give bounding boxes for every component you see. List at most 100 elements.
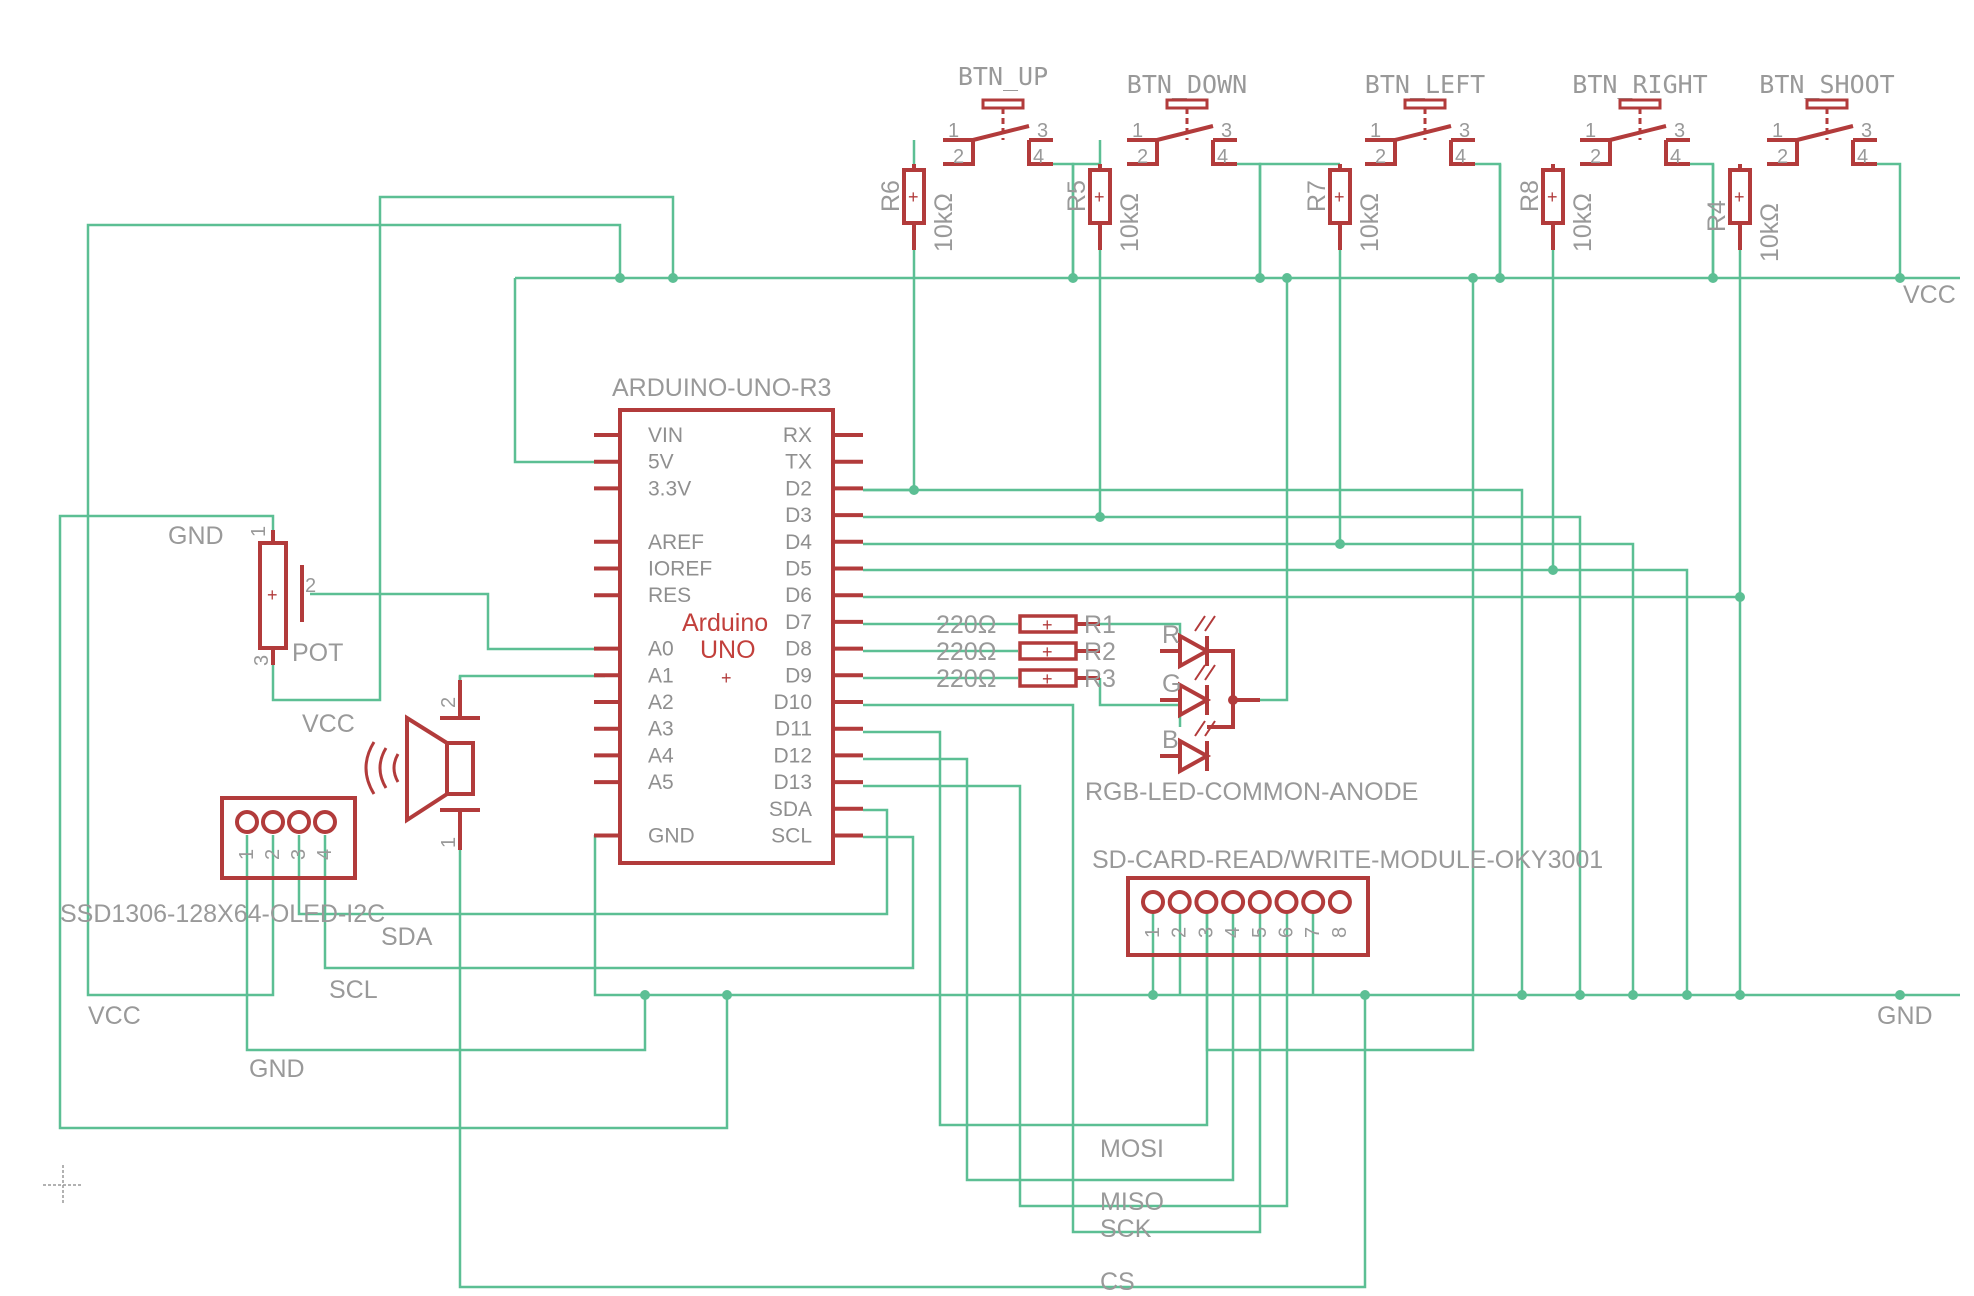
led-channel-label: R (1162, 621, 1180, 649)
arduino-pin-d10: D10 (773, 691, 812, 714)
led-channel-label: B (1162, 726, 1179, 754)
arduino-pin-d12: D12 (773, 744, 812, 767)
sd-pin-hole (1194, 890, 1219, 914)
arduino-pin-aref: AREF (648, 531, 704, 554)
net-label-scl: SCL (329, 976, 378, 1004)
crosshair-icon (43, 1165, 83, 1205)
led-diode-g: G (1160, 664, 1216, 719)
net-label-sck: SCK (1100, 1215, 1152, 1243)
arduino-pin-d11: D11 (775, 718, 812, 741)
sd-card-name: SD-CARD-READ/WRITE-MODULE-OKY3001 (1092, 846, 1603, 874)
button-pin-1: 1 (1370, 120, 1381, 142)
button-pin-2: 2 (1137, 146, 1148, 168)
button-pin-3: 3 (1221, 120, 1232, 142)
button-name: BTN_LEFT (1365, 70, 1485, 99)
arduino-pin-5v: 5V (648, 451, 674, 474)
resistor-name: R6 (877, 180, 905, 212)
arduino-title: ARDUINO-UNO-R3 (612, 374, 831, 402)
buzzer-pin-2: 2 (438, 697, 460, 708)
oled-pin-hole (235, 810, 259, 834)
oled-name: SSD1306-128X64-OLED-I2C (60, 900, 385, 928)
net-label-gnd-oled: GND (249, 1055, 305, 1083)
arduino-pin-a5: A5 (648, 771, 674, 794)
net-label-vcc-oled: VCC (88, 1002, 141, 1030)
pot-name: POT (292, 639, 343, 667)
oled-pin-hole (313, 810, 337, 834)
sd-pin-hole (1327, 890, 1352, 914)
resistor-center-marker: + (1094, 187, 1105, 207)
net-label-vcc-right: VCC (1903, 281, 1956, 309)
button-pin-2: 2 (953, 146, 964, 168)
pot-center-marker: + (267, 585, 278, 605)
led-channel-label: G (1162, 670, 1181, 698)
sd-pin-hole (1301, 890, 1326, 914)
led-diode-r: R (1160, 615, 1216, 670)
button-pin-1: 1 (948, 120, 959, 142)
button-pin-2: 2 (1375, 146, 1386, 168)
arduino-pin-d8: D8 (785, 638, 812, 661)
button-name: BTN_RIGHT (1572, 70, 1707, 99)
resistor-center-marker: + (1042, 615, 1053, 635)
net-label-sda: SDA (381, 923, 433, 951)
resistor-value: 220Ω (936, 638, 996, 666)
arduino-pin-d2: D2 (785, 477, 812, 500)
arduino-pin-gnd: GND (648, 825, 695, 848)
led-diodes: RGB (1160, 615, 1216, 775)
potentiometer[interactable]: + 1 2 3 POT (248, 526, 343, 667)
arduino-pin-res: RES (648, 584, 691, 607)
arduino-pin-vin: VIN (648, 424, 683, 447)
arduino-pin-a3: A3 (648, 718, 674, 741)
arduino-pin-a0: A0 (648, 638, 674, 661)
resistor-center-marker: + (1734, 187, 1745, 207)
button-pin-1: 1 (1132, 120, 1143, 142)
arduino-pin-a2: A2 (648, 691, 674, 714)
rgb-led-name: RGB-LED-COMMON-ANODE (1085, 778, 1418, 806)
resistor-center-marker: + (908, 187, 919, 207)
button-name: BTN_UP (958, 62, 1048, 91)
button-pin-4: 4 (1857, 146, 1868, 168)
pot-pin-1: 1 (248, 526, 270, 537)
button-pin-3: 3 (1674, 120, 1685, 142)
net-label-cs: CS (1100, 1268, 1135, 1296)
buzzer[interactable]: 2 1 (364, 680, 480, 850)
sd-pin-number: 7 (1302, 927, 1324, 938)
resistor-value: 220Ω (936, 665, 996, 693)
oled-pin-number: 3 (288, 849, 310, 860)
resistor-center-marker: + (1042, 669, 1053, 689)
resistor-value: 10kΩ (1756, 203, 1784, 262)
sd-pin-hole (1247, 890, 1272, 914)
button-pin-2: 2 (1590, 146, 1601, 168)
arduino-uno[interactable]: ARDUINO-UNO-R3 Arduino UNO + VIN5V3.3VAR… (594, 374, 863, 865)
origin-marker: + (721, 668, 732, 688)
resistor-name: R3 (1084, 665, 1116, 693)
arduino-pin-tx: TX (785, 451, 812, 474)
button-pin-4: 4 (1033, 146, 1044, 168)
arduino-pin-a4: A4 (648, 744, 674, 767)
rgb-led[interactable]: RGB RGB-LED-COMMON-ANODE (1085, 615, 1418, 806)
led-resistor-r3[interactable]: +220Ω R3 (936, 665, 1116, 693)
resistor-name: R7 (1303, 180, 1331, 212)
arduino-pin-rx: RX (783, 424, 812, 447)
arduino-pin-a1: A1 (648, 664, 674, 687)
arduino-label-line2: UNO (700, 636, 756, 664)
net-label-gnd-right: GND (1877, 1002, 1933, 1030)
resistor-center-marker: + (1042, 642, 1053, 662)
arduino-pin-scl: SCL (771, 825, 812, 848)
